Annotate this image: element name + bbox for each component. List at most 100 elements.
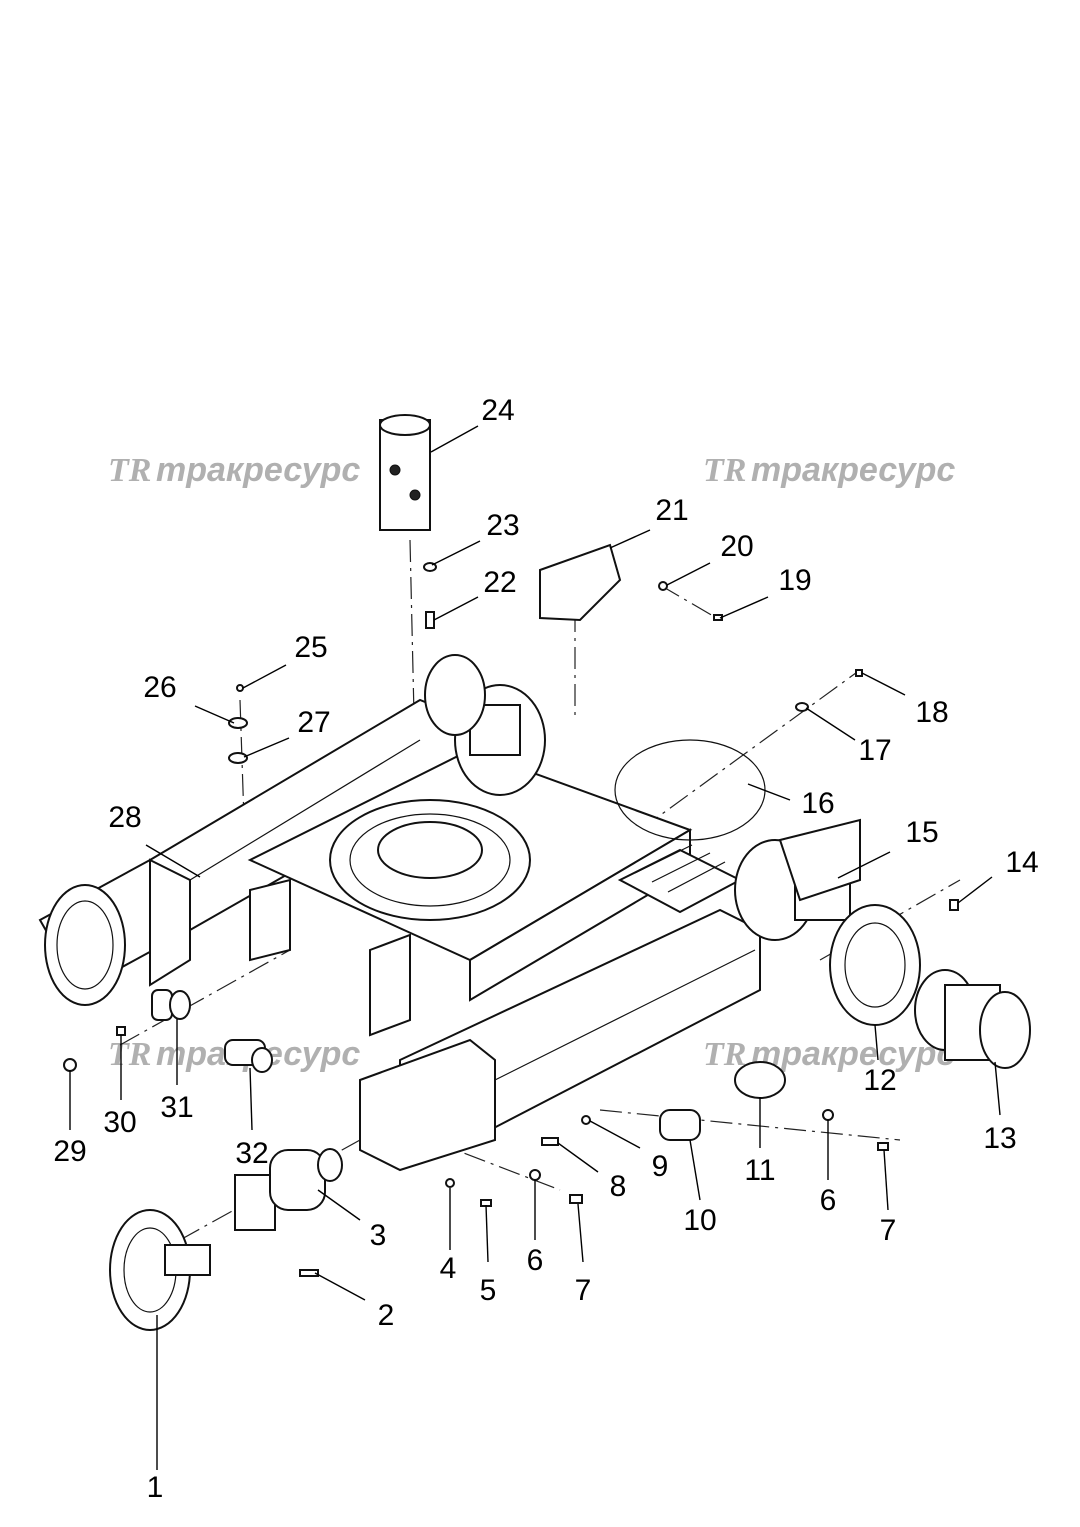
- callout-leader-line: [609, 529, 651, 549]
- callout-17: 17: [805, 707, 892, 767]
- callout-label: 6: [820, 1184, 837, 1217]
- callout-leader-line: [249, 1067, 253, 1131]
- callout-label: 24: [481, 394, 514, 427]
- callout-label: 16: [801, 787, 834, 820]
- callout-leader-line: [145, 844, 201, 878]
- watermark-text: тракресурс: [156, 451, 360, 489]
- callout-leader-line: [874, 1024, 879, 1061]
- callout-label: 32: [235, 1137, 268, 1170]
- callout-29: 29: [53, 1070, 87, 1168]
- callout-21: 21: [609, 494, 689, 549]
- callout-leader-line: [317, 1189, 361, 1221]
- callout-label: 6: [527, 1244, 544, 1277]
- watermark-logo: TR: [108, 1036, 151, 1073]
- callout-label: 28: [108, 801, 141, 834]
- callout-6: 6: [820, 1120, 837, 1217]
- callout-leader-line: [433, 596, 479, 621]
- callout-6: 6: [527, 1180, 544, 1277]
- callout-30: 30: [103, 1035, 137, 1139]
- callout-18: 18: [861, 672, 949, 729]
- callout-label: 11: [744, 1154, 775, 1187]
- callout-28: 28: [108, 801, 201, 878]
- callout-14: 14: [957, 846, 1039, 904]
- watermark-logo: TR: [703, 452, 746, 489]
- callout-leader-line: [837, 851, 891, 879]
- callout-5: 5: [480, 1204, 497, 1307]
- callout-label: 22: [483, 566, 516, 599]
- callout-3: 3: [317, 1189, 387, 1252]
- callout-leader-line: [485, 1204, 489, 1263]
- callout-26: 26: [143, 671, 235, 724]
- callout-label: 31: [160, 1091, 193, 1124]
- callout-9: 9: [589, 1120, 669, 1183]
- callout-label: 5: [480, 1274, 497, 1307]
- callout-label: 4: [440, 1252, 457, 1285]
- callout-leader-line: [719, 596, 769, 619]
- callout-leader-line: [194, 705, 235, 724]
- callout-leader-line: [861, 672, 906, 696]
- callout-label: 30: [103, 1106, 136, 1139]
- callout-31: 31: [160, 1019, 194, 1124]
- watermark-logo: TR: [108, 452, 151, 489]
- callout-label: 27: [297, 706, 330, 739]
- callout-label: 18: [915, 696, 948, 729]
- track-frame: [38, 654, 861, 1172]
- callout-leader-line: [589, 1120, 641, 1149]
- callout-label: 3: [370, 1219, 387, 1252]
- callout-2: 2: [314, 1272, 395, 1332]
- callout-7: 7: [575, 1203, 592, 1307]
- callout-label: 26: [143, 671, 176, 704]
- callout-label: 9: [652, 1150, 669, 1183]
- callout-leader-line: [557, 1142, 599, 1173]
- callout-25: 25: [242, 631, 328, 689]
- callout-7: 7: [880, 1149, 897, 1247]
- watermark-logo: TR: [703, 1036, 746, 1073]
- callout-13: 13: [983, 1061, 1017, 1155]
- watermark-text: тракресурс: [751, 1035, 955, 1073]
- callout-leader-line: [431, 540, 481, 566]
- callout-32: 32: [235, 1067, 269, 1170]
- callout-24: 24: [430, 394, 515, 453]
- callout-group: 1234567891011671213141516171819202122232…: [53, 394, 1038, 1504]
- callout-27: 27: [243, 706, 331, 758]
- callout-label: 25: [294, 631, 327, 664]
- callout-label: 7: [880, 1214, 897, 1247]
- watermark-text: тракресурс: [751, 451, 955, 489]
- callout-leader-line: [994, 1061, 1001, 1116]
- callout-11: 11: [744, 1097, 776, 1187]
- callout-label: 1: [147, 1471, 164, 1504]
- callout-12: 12: [863, 1024, 897, 1097]
- callout-label: 7: [575, 1274, 592, 1307]
- callout-label: 13: [983, 1122, 1016, 1155]
- callout-16: 16: [747, 783, 835, 820]
- loose-parts: [63, 414, 1031, 1331]
- callout-leader-line: [689, 1139, 701, 1201]
- callout-leader-line: [577, 1203, 584, 1263]
- callout-leader-line: [243, 737, 290, 758]
- callout-22: 22: [433, 566, 517, 621]
- callout-label: 12: [863, 1064, 896, 1097]
- callout-4: 4: [440, 1188, 457, 1285]
- callout-leader-line: [430, 425, 479, 453]
- callout-label: 14: [1005, 846, 1038, 879]
- callout-label: 2: [378, 1299, 395, 1332]
- callout-leader-line: [747, 783, 791, 801]
- callout-label: 23: [486, 509, 519, 542]
- callout-leader-line: [883, 1149, 889, 1211]
- callout-10: 10: [683, 1139, 717, 1237]
- callout-label: 8: [610, 1170, 627, 1203]
- callout-leader-line: [957, 876, 993, 904]
- callout-label: 15: [905, 816, 938, 849]
- callout-19: 19: [719, 564, 812, 619]
- callout-label: 29: [53, 1135, 86, 1168]
- callout-23: 23: [431, 509, 520, 566]
- callout-leader-line: [242, 664, 287, 689]
- callout-leader-line: [666, 562, 711, 586]
- callout-leader-line: [805, 707, 856, 741]
- callout-label: 19: [778, 564, 811, 597]
- callout-label: 10: [683, 1204, 716, 1237]
